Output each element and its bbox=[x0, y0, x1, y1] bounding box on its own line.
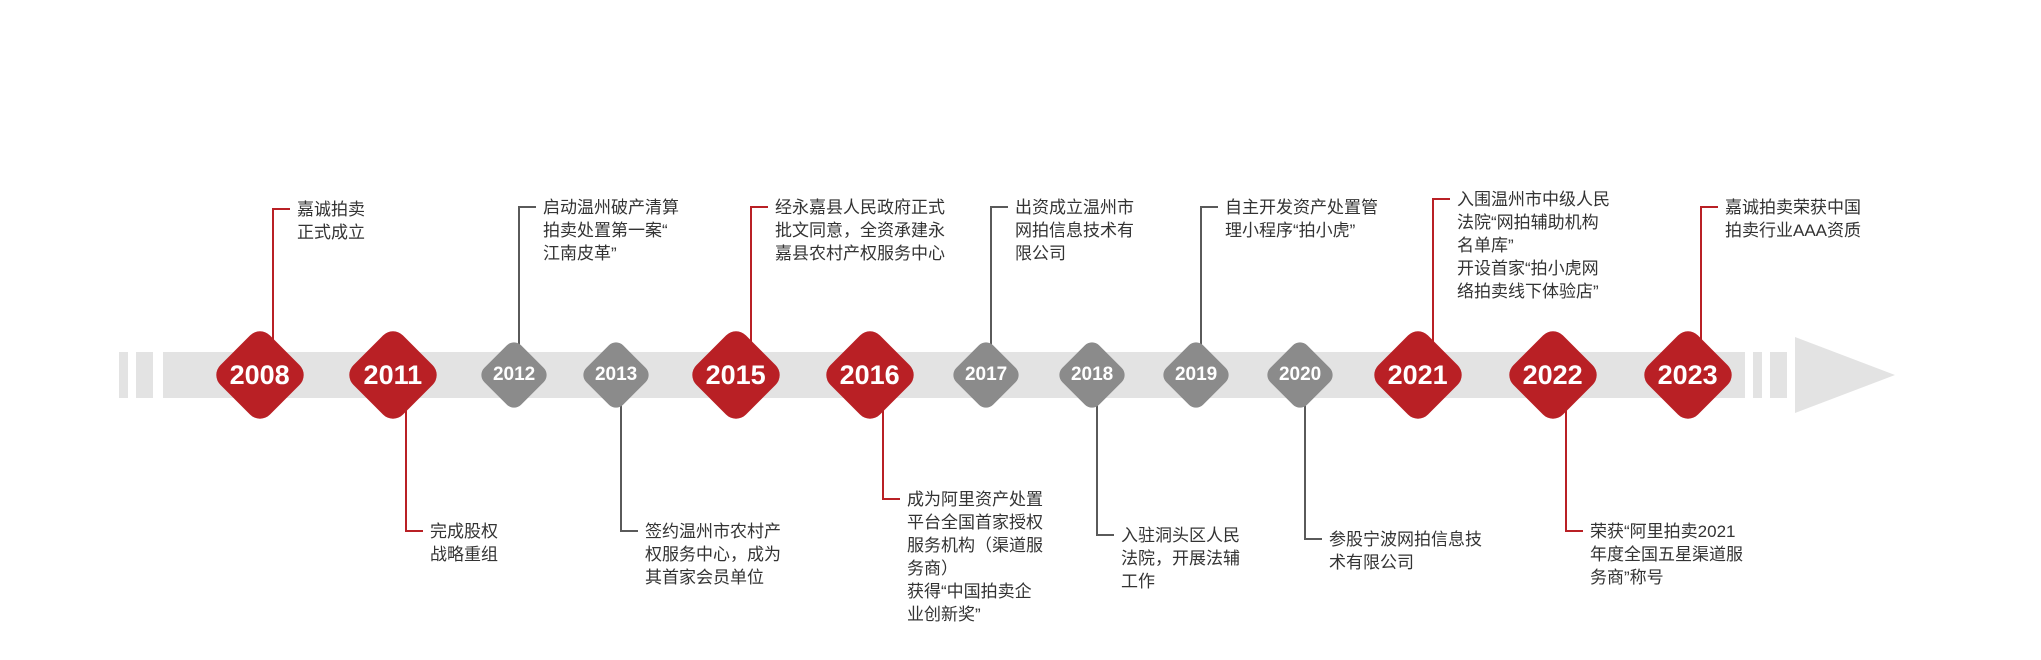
connector-line bbox=[1700, 207, 1702, 375]
timeline-arrowhead-icon bbox=[1795, 337, 1895, 413]
year-label: 2012 bbox=[492, 364, 536, 385]
connector-elbow bbox=[1700, 206, 1718, 208]
year-marker: 2022 bbox=[1503, 325, 1603, 425]
milestone-label: 嘉诚拍卖 正式成立 bbox=[297, 200, 365, 242]
year-label: 2011 bbox=[363, 359, 423, 390]
year-label: 2022 bbox=[1522, 359, 1584, 390]
year-marker: 2013 bbox=[579, 338, 653, 412]
connector-elbow bbox=[1096, 534, 1114, 536]
year-label: 2018 bbox=[1070, 364, 1114, 385]
connector-elbow bbox=[990, 206, 1008, 208]
milestone-label: 完成股权 战略重组 bbox=[430, 522, 498, 564]
year-label: 2019 bbox=[1174, 364, 1218, 385]
connector-line bbox=[620, 375, 622, 531]
year-marker: 2020 bbox=[1263, 338, 1337, 412]
connector-elbow bbox=[1565, 530, 1583, 532]
milestone-label: 经永嘉县人民政府正式 批文同意，全资承建永 嘉县农村产权服务中心 bbox=[775, 198, 945, 263]
connector-line bbox=[1432, 199, 1434, 375]
connector-elbow bbox=[1304, 538, 1322, 540]
timeline-band-segment bbox=[136, 352, 153, 398]
connector-elbow bbox=[405, 530, 423, 532]
connector-elbow bbox=[1200, 206, 1218, 208]
connector-elbow bbox=[518, 206, 536, 208]
year-label: 2017 bbox=[964, 364, 1008, 385]
connector-line bbox=[272, 209, 274, 375]
connector-line bbox=[1096, 375, 1098, 535]
connector-line bbox=[750, 207, 752, 375]
year-marker: 2018 bbox=[1055, 338, 1129, 412]
year-marker: 2012 bbox=[477, 338, 551, 412]
year-marker: 2021 bbox=[1368, 325, 1468, 425]
connector-line bbox=[990, 207, 992, 375]
milestone-label: 入驻洞头区人民 法院，开展法辅 工作 bbox=[1121, 526, 1240, 591]
year-marker: 2008 bbox=[210, 325, 310, 425]
milestone-label: 成为阿里资产处置 平台全国首家授权 服务机构（渠道服 务商） 获得“中国拍卖企 … bbox=[907, 490, 1043, 624]
connector-line bbox=[1565, 375, 1567, 531]
milestone-label: 启动温州破产清算 拍卖处置第一案“ 江南皮革” bbox=[543, 198, 679, 263]
connector-elbow bbox=[882, 498, 900, 500]
milestone-label: 入围温州市中级人民 法院“网拍辅助机构 名单库” 开设首家“拍小虎网 络拍卖线下… bbox=[1457, 190, 1610, 301]
year-label: 2023 bbox=[1657, 359, 1719, 390]
connector-elbow bbox=[620, 530, 638, 532]
year-label: 2008 bbox=[229, 359, 291, 390]
connector-line bbox=[518, 207, 520, 375]
connector-line bbox=[1200, 207, 1202, 375]
year-marker: 2017 bbox=[949, 338, 1023, 412]
timeline-band-segment bbox=[119, 352, 128, 398]
milestone-label: 参股宁波网拍信息技 术有限公司 bbox=[1329, 530, 1482, 572]
timeline-band-segment bbox=[1753, 352, 1762, 398]
milestone-label: 出资成立温州市 网拍信息技术有 限公司 bbox=[1015, 198, 1134, 263]
year-label: 2013 bbox=[594, 364, 638, 385]
connector-line bbox=[882, 375, 884, 499]
connector-line bbox=[1304, 375, 1306, 539]
connector-elbow bbox=[1432, 198, 1450, 200]
year-label: 2020 bbox=[1278, 364, 1322, 385]
timeline-band-segment bbox=[1770, 352, 1787, 398]
year-label: 2015 bbox=[705, 359, 767, 390]
milestone-label: 自主开发资产处置管 理小程序“拍小虎” bbox=[1225, 198, 1378, 240]
year-marker: 2011 bbox=[343, 325, 443, 425]
year-marker: 2015 bbox=[686, 325, 786, 425]
year-marker: 2016 bbox=[820, 325, 920, 425]
year-label: 2021 bbox=[1387, 359, 1449, 390]
milestone-label: 嘉诚拍卖荣获中国 拍卖行业AAA资质 bbox=[1725, 198, 1862, 240]
connector-elbow bbox=[272, 208, 290, 210]
milestone-label: 签约温州市农村产 权服务中心，成为 其首家会员单位 bbox=[645, 522, 781, 587]
year-label: 2016 bbox=[839, 359, 901, 390]
year-marker: 2023 bbox=[1638, 325, 1738, 425]
milestone-label: 荣获“阿里拍卖2021 年度全国五星渠道服 务商”称号 bbox=[1590, 522, 1743, 587]
connector-line bbox=[405, 375, 407, 531]
connector-elbow bbox=[750, 206, 768, 208]
year-marker: 2019 bbox=[1159, 338, 1233, 412]
